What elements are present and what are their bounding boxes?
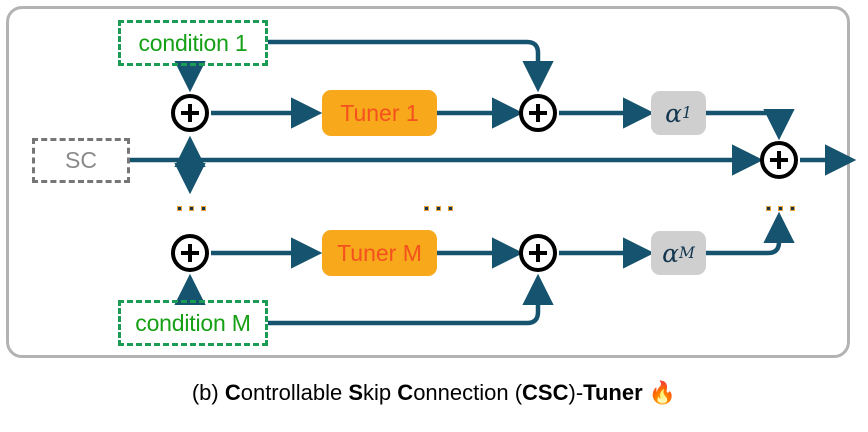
- tuner-m-label: Tuner M: [337, 239, 422, 266]
- caption-segment: C: [397, 380, 414, 405]
- skip-connection-label: SC: [65, 147, 97, 173]
- condition-m-box[interactable]: condition M: [118, 300, 268, 346]
- tuner-m-box[interactable]: Tuner M: [322, 230, 437, 276]
- figure-caption: (b) Controllable Skip Connection (CSC)-T…: [0, 380, 868, 406]
- caption-segment: ontrollable: [240, 380, 349, 405]
- wire-condition1-to-adder-top-right: [268, 39, 554, 93]
- wire-alphaM-to-output-adder: [706, 211, 795, 256]
- caption-body: Controllable Skip Connection (CSC)-Tuner: [225, 380, 643, 405]
- tuner-1-label: Tuner 1: [340, 99, 419, 126]
- caption-segment: Tuner: [583, 380, 643, 405]
- skip-connection-box[interactable]: SC: [32, 138, 130, 183]
- condition-1-box[interactable]: condition 1: [118, 20, 268, 66]
- alpha-1-base: α: [665, 98, 682, 128]
- caption-prefix: (b): [191, 380, 225, 405]
- wire-alpha1-to-output-adder: [706, 108, 795, 141]
- adder-top-right-icon[interactable]: [519, 94, 557, 132]
- adder-bottom-left-icon[interactable]: [171, 234, 209, 272]
- ellipsis-right-icon: [766, 206, 795, 211]
- adder-top-left-icon[interactable]: [171, 94, 209, 132]
- ellipsis-left-icon: [177, 206, 206, 211]
- caption-segment: S: [348, 380, 364, 405]
- caption-segment: C: [224, 380, 241, 405]
- caption-segment: CSC: [522, 380, 569, 405]
- tuner-1-box[interactable]: Tuner 1: [322, 90, 437, 136]
- caption-segment: onnection (: [413, 380, 523, 405]
- condition-m-label: condition M: [135, 309, 251, 336]
- alpha-m-base: α: [662, 238, 679, 268]
- adder-output-icon[interactable]: [760, 141, 798, 179]
- condition-1-label: condition 1: [138, 29, 248, 56]
- wire-conditionM-to-adder-bottom-right: [268, 273, 554, 326]
- ellipsis-middle-icon: [424, 206, 453, 211]
- adder-bottom-right-icon[interactable]: [519, 234, 557, 272]
- caption-segment: )-: [568, 380, 584, 405]
- caption-segment: kip: [363, 380, 398, 405]
- flame-icon: 🔥: [648, 380, 677, 405]
